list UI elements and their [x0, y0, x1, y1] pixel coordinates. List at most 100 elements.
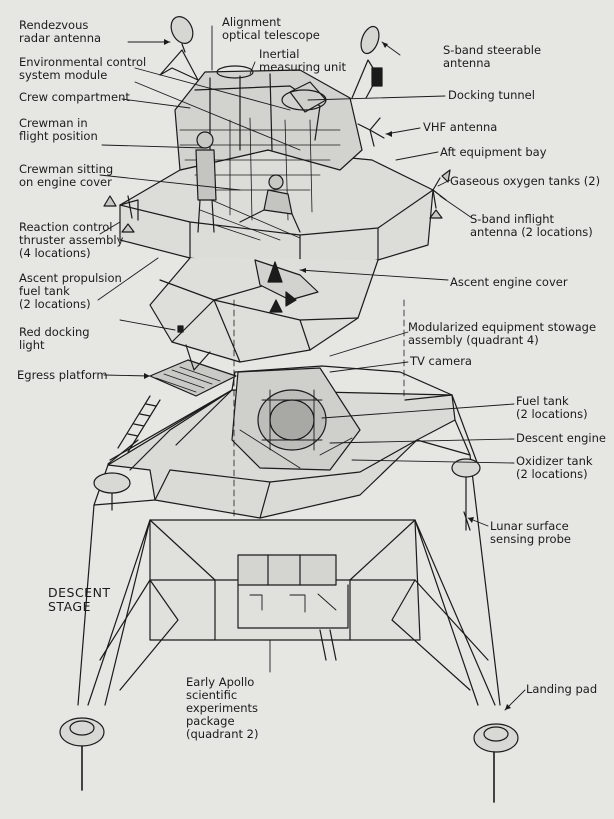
label-red-docking-light: Red docking light	[19, 326, 90, 352]
label-line: thruster assembly	[19, 233, 124, 247]
label-line: Landing pad	[526, 682, 598, 696]
label-vhf-antenna: VHF antenna	[423, 121, 497, 134]
label-line: Modularized equipment stowage	[408, 320, 597, 334]
label-line: Docking tunnel	[448, 88, 535, 102]
landing-pad-right-upper	[451, 458, 481, 531]
label-line: flight position	[19, 129, 98, 143]
label-line: assembly (quadrant 4)	[408, 333, 539, 347]
label-line: Crew compartment	[19, 90, 130, 104]
label-line: (4 locations)	[19, 246, 91, 260]
landing-pad-left	[59, 717, 105, 791]
label-environmental-control-system: Environmental control system module	[19, 56, 146, 82]
label-line: Early Apollo	[186, 675, 255, 689]
label-crew-compartment: Crew compartment	[19, 91, 130, 104]
label-ascent-engine-cover: Ascent engine cover	[450, 276, 568, 289]
label-line: antenna	[443, 56, 491, 70]
landing-pad-right	[473, 723, 519, 803]
label-line: (2 locations)	[19, 297, 91, 311]
label-line: fuel tank	[19, 284, 70, 298]
label-line: (2 locations)	[516, 467, 588, 481]
crewman-sitting	[239, 174, 301, 233]
label-line: Ascent engine cover	[450, 275, 568, 289]
label-line: Descent engine	[516, 431, 606, 445]
label-oxidizer-tank: Oxidizer tank (2 locations)	[516, 455, 593, 481]
label-rendezvous-radar-antenna: Rendezvous radar antenna	[19, 19, 101, 45]
label-sband-inflight-antenna: S-band inflight antenna (2 locations)	[470, 213, 593, 239]
label-line: S-band steerable	[443, 43, 542, 57]
label-crewman-sitting: Crewman sitting on engine cover	[19, 163, 113, 189]
rcs-thruster-right	[429, 169, 451, 219]
leader-arrowheads	[144, 39, 511, 710]
label-line: system module	[19, 68, 108, 82]
label-rcs-thruster: Reaction control thruster assembly (4 lo…	[19, 221, 123, 260]
engine-cover-shape	[254, 259, 319, 301]
label-inertial-measuring-unit: Inertial measuring unit	[259, 48, 346, 74]
label-line: Fuel tank	[516, 394, 569, 408]
rendezvous-radar-antenna	[159, 16, 199, 81]
label-line: Reaction control	[19, 220, 113, 234]
label-line: DESCENT	[48, 585, 111, 600]
label-line: Egress platform	[17, 368, 108, 382]
crewman-standing	[195, 131, 217, 233]
label-line: antenna (2 locations)	[470, 225, 593, 239]
label-descent-engine: Descent engine	[516, 432, 606, 445]
label-docking-tunnel: Docking tunnel	[448, 89, 535, 102]
rcs-thruster-left	[103, 195, 139, 233]
label-line: Red docking	[19, 325, 90, 339]
label-mesa: Modularized equipment stowage assembly (…	[408, 321, 596, 347]
descent-engine-bay	[231, 367, 361, 471]
egress-platform-shape	[149, 344, 237, 397]
label-line: Gaseous oxygen tanks (2)	[450, 174, 601, 188]
docking-light-shape	[177, 325, 184, 333]
label-sband-steerable-antenna: S-band steerable antenna	[443, 44, 541, 70]
label-line: Crewman sitting	[19, 162, 114, 176]
leader-lines	[97, 25, 526, 711]
label-line: Ascent propulsion	[19, 271, 122, 285]
label-line: Rendezvous	[19, 18, 89, 32]
label-line: TV camera	[410, 354, 472, 368]
landing-leg-front-right	[391, 419, 501, 706]
label-line: Crewman in	[19, 116, 88, 130]
label-fuel-tank: Fuel tank (2 locations)	[516, 395, 588, 421]
label-gaseous-oxygen-tanks: Gaseous oxygen tanks (2)	[450, 175, 600, 188]
landing-pad-left-upper	[93, 472, 131, 511]
label-egress-platform: Egress platform	[17, 369, 108, 382]
label-lunar-surface-probe: Lunar surface sensing probe	[490, 520, 571, 546]
label-line: on engine cover	[19, 175, 112, 189]
label-ascent-fuel-tank: Ascent propulsion fuel tank (2 locations…	[19, 272, 122, 311]
label-descent-stage: DESCENT STAGE	[48, 586, 111, 614]
label-line: Oxidizer tank	[516, 454, 593, 468]
label-tv-camera: TV camera	[410, 355, 472, 368]
label-line: package	[186, 714, 235, 728]
label-line: Lunar surface	[490, 519, 569, 533]
label-line: (quadrant 2)	[186, 727, 259, 741]
landing-leg-front-left	[77, 464, 179, 706]
label-line: VHF antenna	[423, 120, 498, 134]
label-line: Aft equipment bay	[440, 145, 547, 159]
label-alsep: Early Apollo scientific experiments pack…	[186, 676, 258, 741]
cabin-interior	[179, 117, 341, 241]
label-line: measuring unit	[259, 60, 347, 74]
label-line: experiments	[186, 701, 259, 715]
label-line: Inertial	[259, 47, 300, 61]
label-alignment-optical-telescope: Alignment optical telescope	[222, 16, 320, 42]
label-line: light	[19, 338, 45, 352]
rcs-thruster-bottom	[267, 261, 297, 313]
label-aft-equipment-bay: Aft equipment bay	[440, 146, 547, 159]
alsep-package-shape	[237, 554, 349, 661]
label-line: radar antenna	[19, 31, 102, 45]
label-landing-pad: Landing pad	[526, 683, 597, 696]
label-line: (2 locations)	[516, 407, 588, 421]
label-line: optical telescope	[222, 28, 320, 42]
label-crewman-flight-position: Crewman in flight position	[19, 117, 98, 143]
sband-steerable-antenna	[351, 25, 383, 99]
vhf-antenna-shape	[357, 117, 385, 147]
label-line: STAGE	[48, 599, 92, 614]
label-line: Environmental control	[19, 55, 147, 69]
label-line: sensing probe	[490, 532, 571, 546]
label-line: Alignment	[222, 15, 281, 29]
label-line: S-band inflight	[470, 212, 555, 226]
label-line: scientific	[186, 688, 238, 702]
